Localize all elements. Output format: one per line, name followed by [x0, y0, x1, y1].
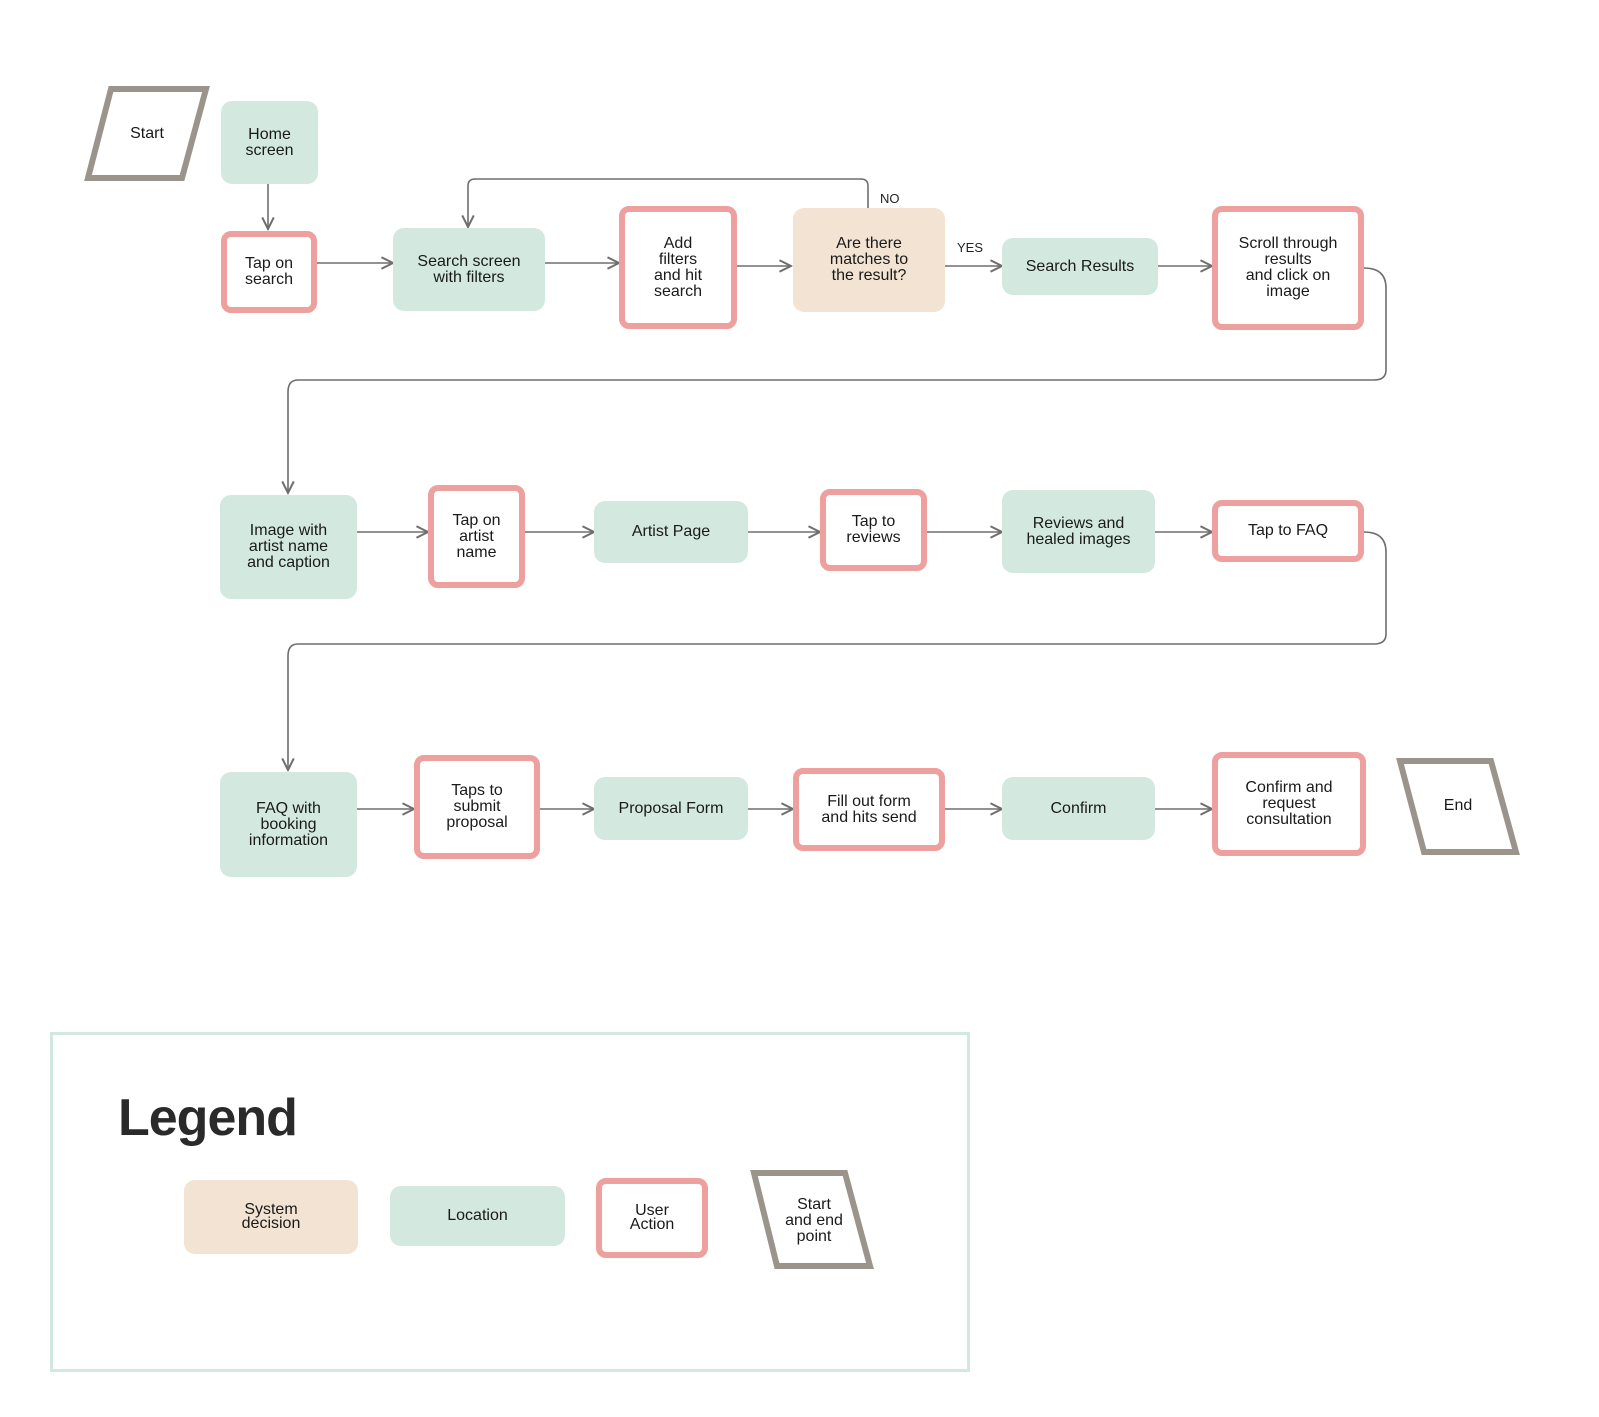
faq-node: FAQ with booking information [220, 772, 357, 877]
start-terminal-shape [84, 86, 210, 181]
scroll-results-node: Scroll through results and click on imag… [1212, 206, 1364, 330]
tap-reviews-node: Tap to reviews [820, 489, 927, 571]
legend-user-action: User Action [596, 1178, 708, 1258]
search-results-node: Search Results [1002, 238, 1158, 295]
edge-wrap-2 [288, 531, 1387, 770]
edge-wrap-1 [288, 267, 1387, 493]
legend-panel [50, 1032, 970, 1372]
end-node: End [1443, 797, 1473, 814]
add-filters-node: Add filters and hit search [619, 206, 737, 329]
tap-search-node: Tap on search [221, 231, 317, 313]
legend-system-decision: System decision [184, 1180, 358, 1254]
end-terminal-shape [1396, 758, 1520, 855]
legend-title: Legend [118, 1089, 298, 1147]
matches-decision-node: Are there matches to the result? [793, 208, 945, 312]
no-label: NO [880, 191, 900, 206]
tap-faq-node: Tap to FAQ [1212, 500, 1364, 562]
proposal-form-node: Proposal Form [594, 777, 748, 840]
reviews-node: Reviews and healed images [1002, 490, 1155, 573]
taps-submit-node: Taps to submit proposal [414, 755, 540, 859]
search-screen-node: Search screen with filters [393, 228, 545, 311]
fill-form-node: Fill out form and hits send [793, 768, 945, 851]
home-screen-node: Home screen [221, 101, 318, 184]
legend-terminal-shape [750, 1170, 874, 1269]
confirm-node: Confirm [1002, 777, 1155, 840]
legend-location: Location [390, 1186, 565, 1246]
image-artist-node: Image with artist name and caption [220, 495, 357, 599]
yes-label: YES [957, 240, 984, 255]
start-node: Start [130, 125, 164, 142]
legend-start-end: Start and end point [785, 1196, 843, 1245]
tap-artist-node: Tap on artist name [428, 485, 525, 588]
artist-page-node: Artist Page [594, 501, 748, 563]
confirm-request-node: Confirm and request consultation [1212, 752, 1366, 856]
edge-no-loop [468, 178, 869, 227]
